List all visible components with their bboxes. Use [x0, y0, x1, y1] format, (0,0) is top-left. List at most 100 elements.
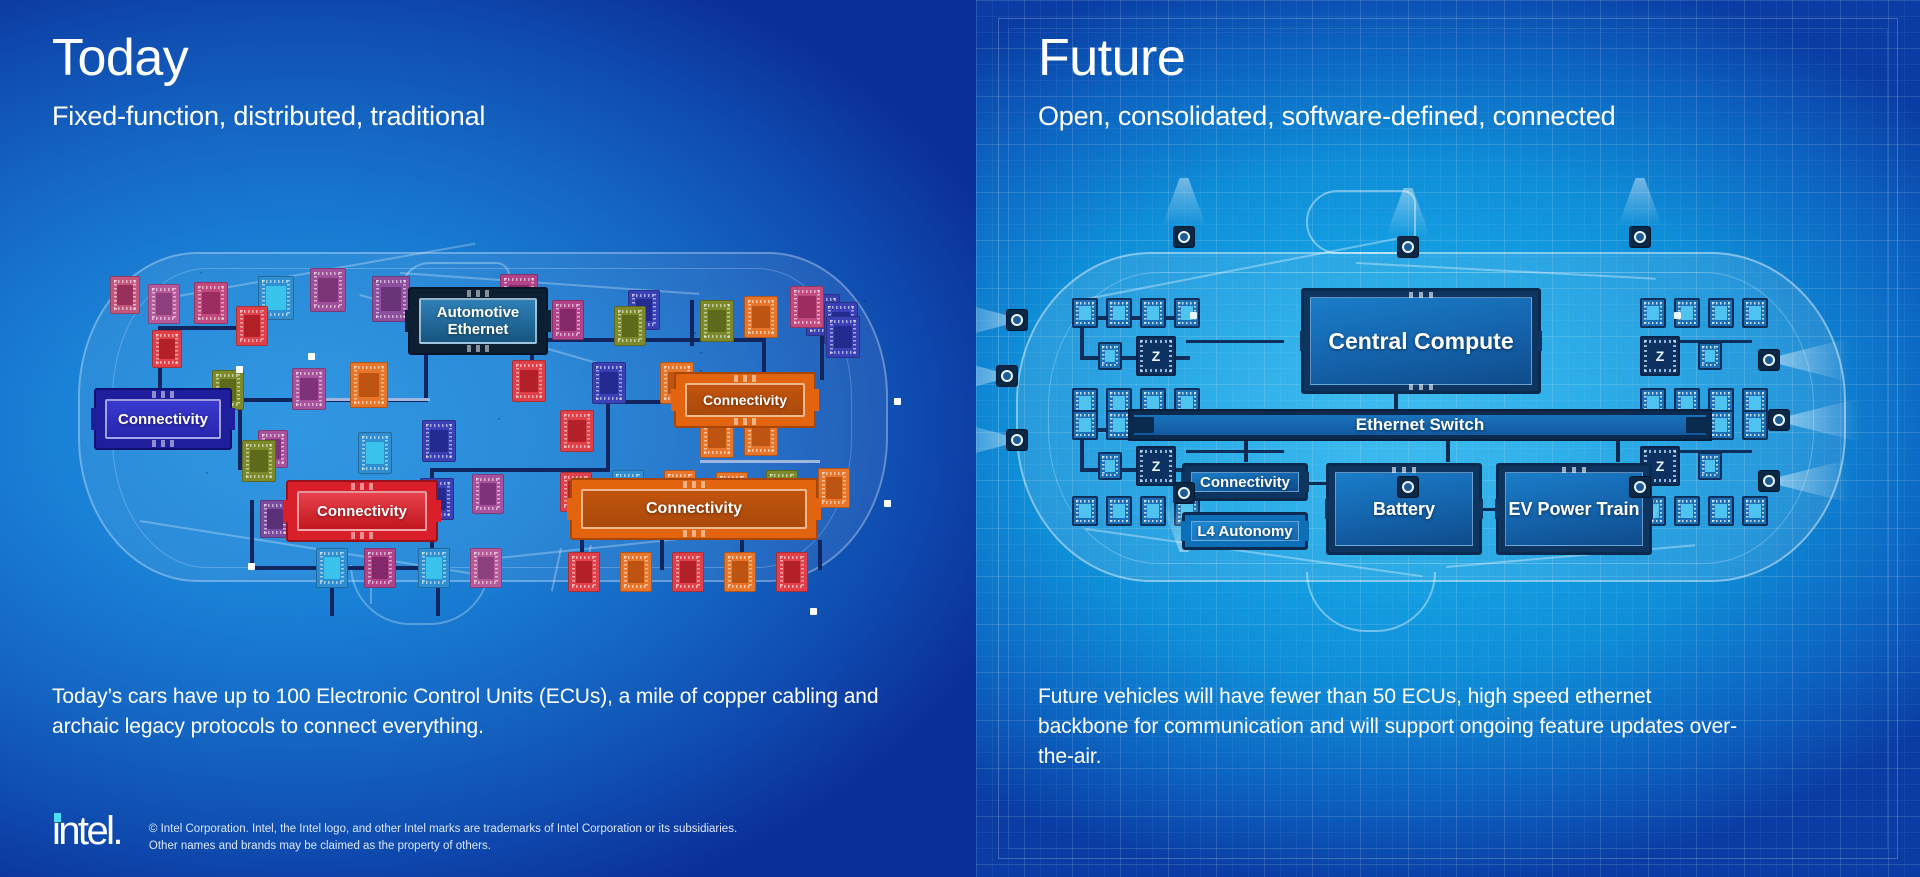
- module-connectivity-red[interactable]: Connectivity: [283, 480, 441, 542]
- intel-logo-text: intel.: [52, 808, 124, 853]
- wire: [1654, 450, 1752, 453]
- ecu-chip: [236, 306, 268, 346]
- wire: [1080, 468, 1190, 472]
- ecu-chip: [242, 440, 276, 482]
- zone-controller-chip: Z: [1640, 336, 1680, 376]
- ecu-chip: [560, 410, 594, 452]
- ecu-chip: [148, 284, 180, 324]
- ecu-chip-blue: [1106, 298, 1132, 328]
- ecu-chip: [372, 276, 410, 322]
- wire-node: [1190, 312, 1197, 319]
- wire: [1394, 392, 1398, 412]
- module-label: Automotive Ethernet: [436, 304, 520, 338]
- module-label: Connectivity: [702, 392, 787, 408]
- sensor-icon: [996, 365, 1018, 387]
- ecu-chip: [152, 330, 182, 368]
- module-label: L4 Autonomy: [1197, 522, 1293, 540]
- module-ethernet-switch[interactable]: Ethernet Switch: [1128, 409, 1712, 441]
- module-connectivity-navy[interactable]: Connectivity: [91, 388, 235, 450]
- ecu-chip: [194, 282, 228, 324]
- wire: [250, 500, 254, 570]
- zone-label: Z: [1151, 348, 1161, 364]
- wire-node: [248, 563, 255, 570]
- sensor-beam: [976, 418, 1008, 462]
- zone-label: Z: [1655, 348, 1665, 364]
- ecu-chip-blue: [1698, 342, 1722, 370]
- sensor-beam: [976, 298, 1008, 342]
- car-outline-inner-future: [1048, 272, 1814, 564]
- module-label: Battery: [1372, 498, 1436, 519]
- legal-line-1: © Intel Corporation. Intel, the Intel lo…: [148, 822, 738, 835]
- ecu-chip: [790, 286, 824, 328]
- ecu-chip: [350, 362, 388, 408]
- module-automotive-ethernet[interactable]: Automotive Ethernet: [405, 287, 551, 355]
- zone-label: Z: [1655, 458, 1665, 474]
- wire: [424, 338, 764, 342]
- module-connectivity-future[interactable]: Connectivity: [1181, 463, 1309, 501]
- ecu-chip-blue: [1674, 388, 1700, 418]
- ecu-chip: [422, 420, 456, 462]
- ecu-chip-blue: [1098, 452, 1122, 480]
- module-connectivity-orange-large[interactable]: Connectivity: [567, 478, 821, 540]
- wire: [1308, 482, 1328, 485]
- sensor-icon: [1629, 476, 1651, 498]
- wire: [1446, 440, 1450, 462]
- ecu-chip-blue: [1072, 298, 1098, 328]
- ecu-chip-blue: [1140, 298, 1166, 328]
- wire: [606, 402, 610, 472]
- ecu-chip: [206, 472, 208, 474]
- module-central-compute[interactable]: Central Compute: [1300, 288, 1542, 394]
- ecu-chip-blue: [1674, 298, 1700, 328]
- wire: [436, 566, 440, 616]
- ecu-chip-blue: [1072, 410, 1098, 440]
- sensor-icon: [1629, 226, 1651, 248]
- module-label: Ethernet Switch: [1355, 415, 1485, 434]
- module-label: Connectivity: [117, 410, 208, 428]
- ecu-chip: [700, 370, 702, 372]
- car-wheel-arc: [1306, 572, 1436, 632]
- module-label: EV Power Train: [1508, 498, 1640, 519]
- wire: [1186, 340, 1284, 343]
- sensor-beam: [1618, 178, 1662, 226]
- wire: [700, 460, 820, 463]
- zone-controller-chip: Z: [1136, 446, 1176, 486]
- sensor-beam: [1162, 178, 1206, 226]
- wire-node: [308, 353, 315, 360]
- future-header-block: Future Open, consolidated, software-defi…: [1038, 29, 1616, 132]
- wire: [690, 300, 694, 346]
- wire: [1080, 318, 1084, 360]
- sensor-icon: [1173, 482, 1195, 504]
- ecu-chip-blue: [1640, 298, 1666, 328]
- wire: [158, 326, 268, 330]
- today-title: Today: [52, 29, 189, 87]
- ecu-chip-blue: [1708, 496, 1734, 526]
- wire: [1080, 430, 1084, 472]
- future-title: Future: [1038, 29, 1186, 87]
- ecu-chip: [260, 310, 262, 312]
- module-label: Connectivity: [1199, 473, 1290, 491]
- ecu-chip: [512, 360, 546, 402]
- ecu-chip: [472, 474, 504, 514]
- wire-node: [894, 398, 901, 405]
- ecu-chip: [470, 548, 502, 588]
- ecu-chip-blue: [1742, 298, 1768, 328]
- panel-today: Today Fixed-function, distributed, tradi…: [0, 0, 976, 877]
- ecu-chip: [744, 296, 778, 338]
- today-header-block: Today Fixed-function, distributed, tradi…: [52, 32, 485, 132]
- wire: [660, 540, 664, 570]
- module-ev-power-train[interactable]: EV Power Train: [1495, 463, 1653, 555]
- ecu-chip: [864, 300, 866, 302]
- ecu-chip: [700, 352, 702, 354]
- panel-future: Future Open, consolidated, software-defi…: [976, 0, 1920, 877]
- ecu-chip: [818, 468, 850, 508]
- ecu-chip-blue: [1106, 410, 1132, 440]
- ecu-chip: [358, 432, 392, 474]
- car-mirror: [1306, 190, 1416, 254]
- wire-node: [884, 500, 891, 507]
- ecu-chip-blue: [1698, 452, 1722, 480]
- module-l4-autonomy[interactable]: L4 Autonomy: [1181, 512, 1309, 550]
- wire: [1244, 440, 1248, 462]
- wire: [1482, 508, 1498, 511]
- wire: [1616, 440, 1620, 462]
- module-connectivity-orange-small[interactable]: Connectivity: [671, 372, 819, 428]
